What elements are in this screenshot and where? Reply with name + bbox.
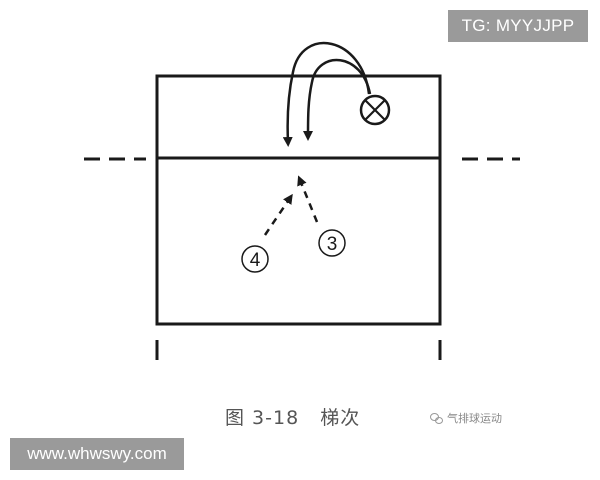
source-watermark-text: 气排球运动	[447, 412, 502, 425]
court-boundary	[155, 74, 442, 326]
figure-number: 图 3-18	[225, 407, 300, 429]
tg-watermark: TG: MYYJJPP	[448, 10, 588, 42]
source-watermark: 气排球运动	[430, 410, 502, 426]
outer-curved-arrow	[282, 42, 371, 147]
cross-circle-icon	[359, 94, 391, 126]
figure-caption: 图 3-18 梯次	[225, 403, 360, 430]
url-watermark: www.whwswy.com	[10, 438, 184, 470]
figure-title: 梯次	[320, 407, 361, 429]
inner-curved-arrow	[303, 58, 372, 141]
player-marker-3-label: 3	[327, 234, 338, 255]
player-4-dashed-arrow	[263, 193, 293, 236]
player-marker-4-label: 4	[250, 250, 261, 271]
wechat-icon	[430, 412, 443, 424]
player-3-dashed-arrow	[297, 175, 319, 223]
player-marker-3: 3	[318, 229, 346, 257]
player-marker-4: 4	[241, 245, 269, 273]
